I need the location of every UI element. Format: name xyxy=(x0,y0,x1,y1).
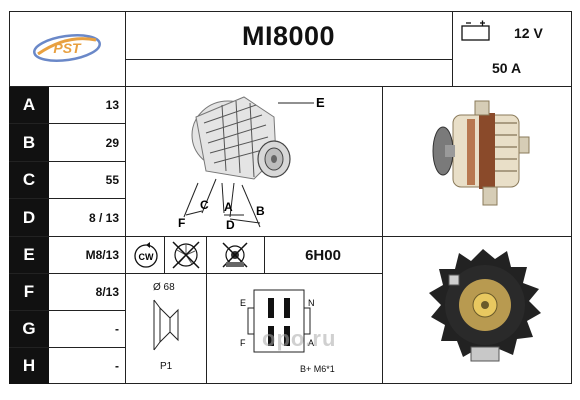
label-a: A xyxy=(224,200,233,214)
spec-letter: A xyxy=(9,87,49,123)
spec-value: 55 xyxy=(105,173,119,187)
spec-letter: H xyxy=(9,348,49,384)
label-b: B xyxy=(256,204,265,218)
spec-letter: E xyxy=(9,237,49,273)
connector-a-label: A xyxy=(308,338,314,348)
spec-value: 8/13 xyxy=(95,285,119,299)
battery-icon xyxy=(461,20,491,42)
spec-letter: C xyxy=(9,162,49,198)
label-c: C xyxy=(200,198,209,212)
rotation-label: CW xyxy=(139,252,154,262)
pulley-diameter: Ø 68 xyxy=(153,282,175,293)
terminal-spec: B+ M6*1 xyxy=(300,364,335,374)
regulator-icon xyxy=(212,240,258,270)
part-number: MI8000 xyxy=(241,21,336,51)
spec-value: 8 / 13 xyxy=(88,210,119,225)
spec-letter: B xyxy=(9,124,49,161)
pulley-drawing xyxy=(150,296,184,354)
logo-text: PST xyxy=(53,40,82,56)
regulator-code: 6H00 xyxy=(305,246,341,264)
alternator-front-photo xyxy=(383,237,572,384)
spec-letter: F xyxy=(9,274,49,310)
spec-value: 29 xyxy=(105,135,119,150)
brand-logo: PST xyxy=(30,30,104,66)
connector-diagram: E N F A xyxy=(236,282,356,362)
spec-value: - xyxy=(115,359,119,373)
no-fan-icon xyxy=(170,240,202,270)
watermark: opo.ru xyxy=(262,326,337,351)
spec-value: M8/13 xyxy=(85,248,119,262)
voltage-value: 12 V xyxy=(514,25,543,41)
connector-f-label: F xyxy=(240,338,246,348)
spec-letter: G xyxy=(9,311,49,347)
label-d: D xyxy=(226,218,235,232)
dimension-diagram: E C A B F D xyxy=(126,87,382,236)
alternator-side-photo xyxy=(383,87,572,236)
connector-e-label: E xyxy=(240,298,246,308)
spec-value: 13 xyxy=(105,98,119,112)
connector-n-label: N xyxy=(308,298,315,308)
spec-value: - xyxy=(115,322,119,336)
label-e: E xyxy=(316,95,325,110)
amperage-value: 50 A xyxy=(492,60,522,76)
cw-rotation-icon: CW xyxy=(131,241,161,269)
pulley-type: P1 xyxy=(160,361,173,372)
label-f: F xyxy=(178,216,185,230)
spec-letter: D xyxy=(9,199,49,236)
